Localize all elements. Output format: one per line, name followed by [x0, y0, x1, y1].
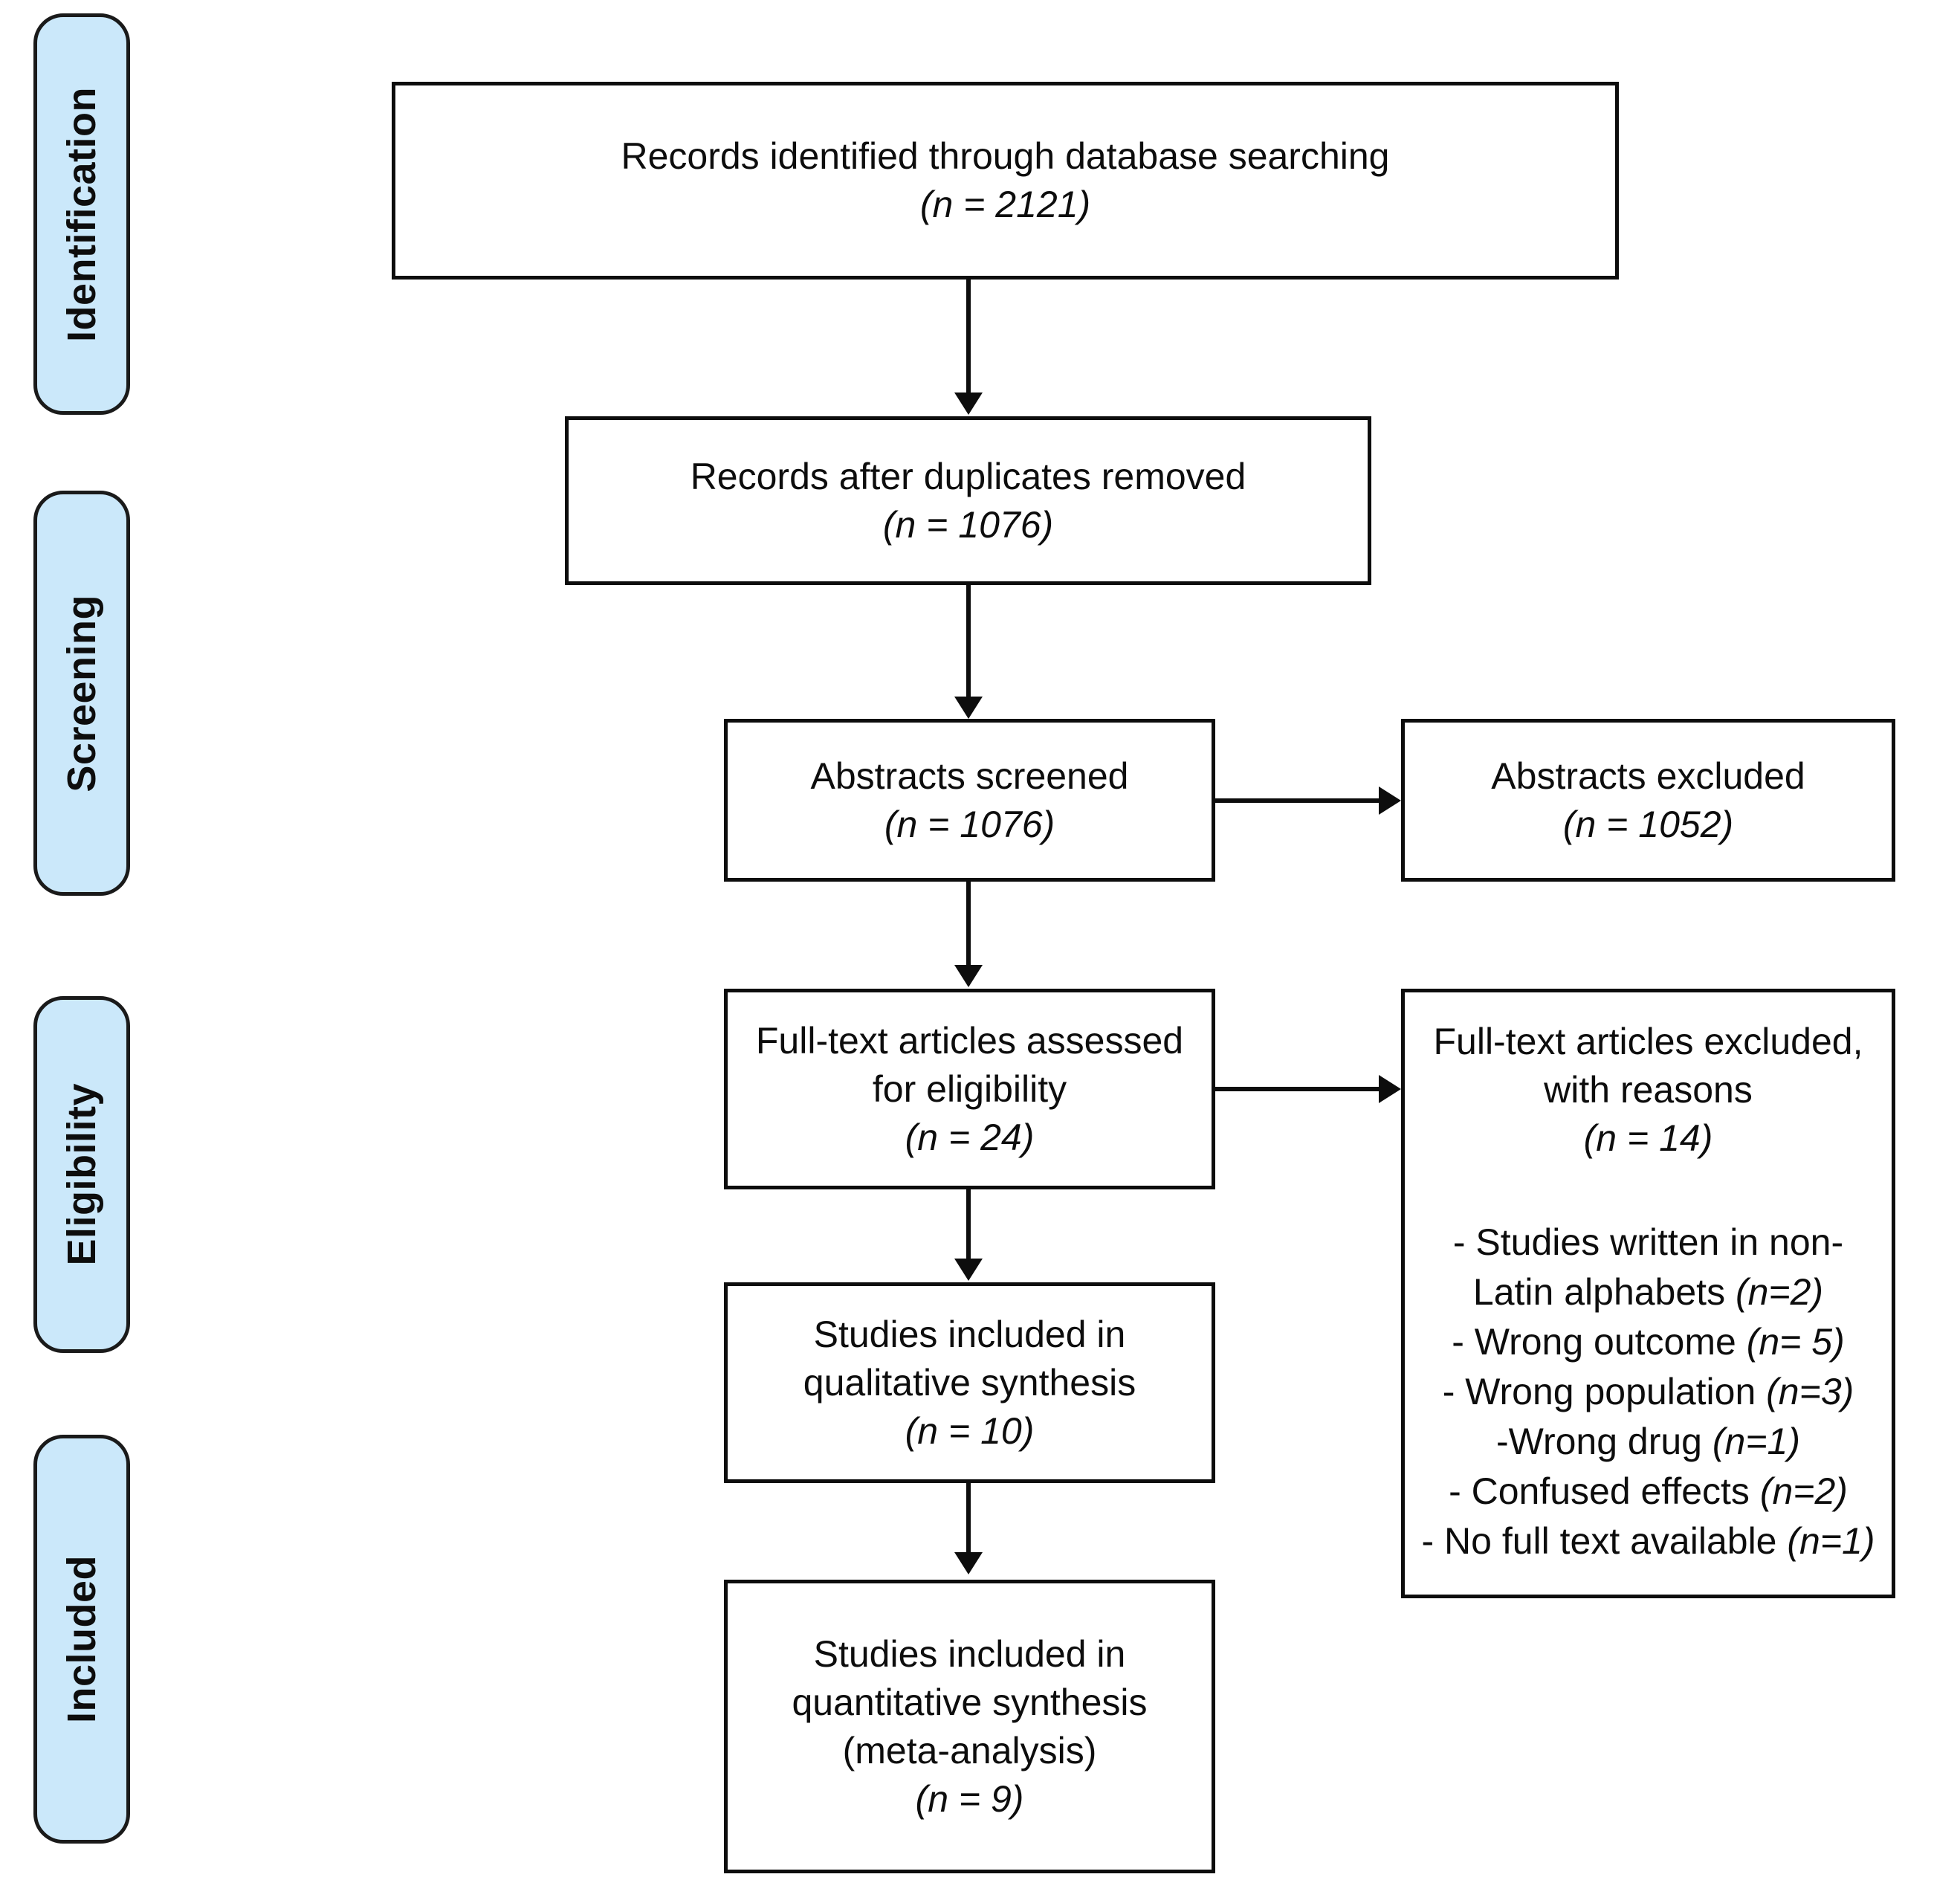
exclusion-reason-item: - Confused effects (n=2) [1449, 1467, 1848, 1516]
box-fulltext-assessed-text-1: Full-text articles assessed [755, 1019, 1184, 1062]
box-abstracts-screened: Abstracts screened (n = 1076) [724, 719, 1215, 882]
box-quantitative-synthesis: Studies included in quantitative synthes… [724, 1580, 1215, 1873]
box-fulltext-assessed: Full-text articles assessed for eligibil… [724, 989, 1215, 1189]
box-fulltext-assessed-text-2: for eligibility [872, 1067, 1067, 1110]
exclusion-reason-count: (n= 5) [1746, 1321, 1845, 1363]
exclusion-reason-text: Latin alphabets [1472, 1271, 1736, 1313]
box-duplicates-removed-count: (n = 1076) [882, 503, 1054, 546]
exclusion-reason-text: - Confused effects [1449, 1470, 1760, 1512]
stage-pill-identification: Identification [33, 13, 130, 415]
exclusion-reason-text: -Wrong drug [1496, 1421, 1712, 1462]
connector-screened-to-fulltext [966, 882, 971, 966]
exclusion-reason-text: - Studies written in non- [1452, 1221, 1844, 1263]
box-qualitative-synthesis-count: (n = 10) [905, 1409, 1035, 1452]
exclusion-reason-item: - No full text available (n=1) [1421, 1516, 1875, 1566]
exclusion-reason-count: (n=2) [1735, 1271, 1824, 1313]
exclusion-reason-item: Latin alphabets (n=2) [1473, 1267, 1823, 1317]
connector-duplicates-to-screened [966, 585, 971, 698]
box-records-identified-text: Records identified through database sear… [621, 135, 1390, 177]
stage-pill-eligibility: Eligibility [33, 996, 130, 1353]
exclusion-reason-text: - Wrong outcome [1452, 1321, 1747, 1363]
exclusion-reason-count: (n=2) [1759, 1470, 1848, 1512]
box-fulltext-excluded-count: (n = 14) [1583, 1117, 1713, 1159]
box-fulltext-excluded-text-2: with reasons [1544, 1069, 1753, 1111]
connector-fulltext-to-qualitative [966, 1189, 971, 1260]
exclusion-reason-item: - Wrong outcome (n= 5) [1452, 1317, 1844, 1367]
exclusion-reasons-list: - Studies written in non- Latin alphabet… [1418, 1218, 1878, 1566]
exclusion-reason-item: - Studies written in non- [1453, 1218, 1843, 1267]
exclusion-reason-text: - No full text available [1421, 1520, 1788, 1562]
arrow-screened-to-excluded-icon [1379, 786, 1401, 815]
box-records-identified-count: (n = 2121) [919, 184, 1091, 225]
box-records-identified: Records identified through database sear… [392, 82, 1619, 280]
box-duplicates-removed-text: Records after duplicates removed [690, 455, 1246, 497]
stage-label-eligibility: Eligibility [59, 1083, 104, 1266]
exclusion-reason-count: (n=1) [1787, 1520, 1875, 1562]
box-qualitative-synthesis: Studies included in qualitative synthesi… [724, 1282, 1215, 1483]
box-quantitative-synthesis-count: (n = 9) [915, 1777, 1024, 1820]
arrow-duplicates-to-screened-icon [954, 697, 983, 719]
stage-pill-included: Included [33, 1435, 130, 1844]
arrow-fulltext-to-qualitative-icon [954, 1259, 983, 1281]
arrow-screened-to-fulltext-icon [954, 965, 983, 987]
connector-fulltext-to-excluded [1215, 1087, 1380, 1091]
box-qualitative-synthesis-text-1: Studies included in [813, 1313, 1126, 1355]
connector-screened-to-excluded [1215, 798, 1380, 803]
arrow-fulltext-to-excluded-icon [1379, 1075, 1401, 1103]
box-abstracts-screened-count: (n = 1076) [884, 803, 1055, 845]
box-fulltext-excluded-text-1: Full-text articles excluded, [1433, 1021, 1863, 1062]
box-abstracts-screened-text: Abstracts screened [810, 755, 1129, 797]
stage-pill-screening: Screening [33, 491, 130, 896]
exclusion-reason-count: (n=1) [1712, 1421, 1800, 1462]
box-quantitative-synthesis-text-2: quantitative synthesis [792, 1681, 1148, 1723]
stage-label-included: Included [59, 1554, 104, 1723]
exclusion-reason-item: - Wrong population (n=3) [1443, 1367, 1854, 1417]
box-duplicates-removed: Records after duplicates removed (n = 10… [565, 416, 1371, 585]
box-quantitative-synthesis-text-3: (meta-analysis) [842, 1729, 1097, 1771]
box-abstracts-excluded: Abstracts excluded (n = 1052) [1401, 719, 1895, 882]
box-qualitative-synthesis-text-2: qualitative synthesis [803, 1361, 1136, 1403]
stage-label-screening: Screening [59, 594, 104, 792]
arrow-qualitative-to-quantitative-icon [954, 1552, 983, 1574]
stage-label-identification: Identification [59, 86, 104, 342]
connector-qualitative-to-quantitative [966, 1483, 971, 1554]
box-fulltext-excluded: Full-text articles excluded, with reason… [1401, 989, 1895, 1598]
box-abstracts-excluded-text: Abstracts excluded [1491, 755, 1805, 797]
arrow-identified-to-duplicates-icon [954, 393, 983, 415]
box-quantitative-synthesis-text-1: Studies included in [813, 1632, 1126, 1675]
box-abstracts-excluded-count: (n = 1052) [1562, 803, 1734, 845]
connector-identified-to-duplicates [966, 280, 971, 394]
box-fulltext-assessed-count: (n = 24) [905, 1116, 1035, 1158]
exclusion-reason-item: -Wrong drug (n=1) [1496, 1417, 1800, 1467]
exclusion-reason-text: - Wrong population [1442, 1371, 1767, 1412]
exclusion-reason-count: (n=3) [1766, 1371, 1854, 1412]
